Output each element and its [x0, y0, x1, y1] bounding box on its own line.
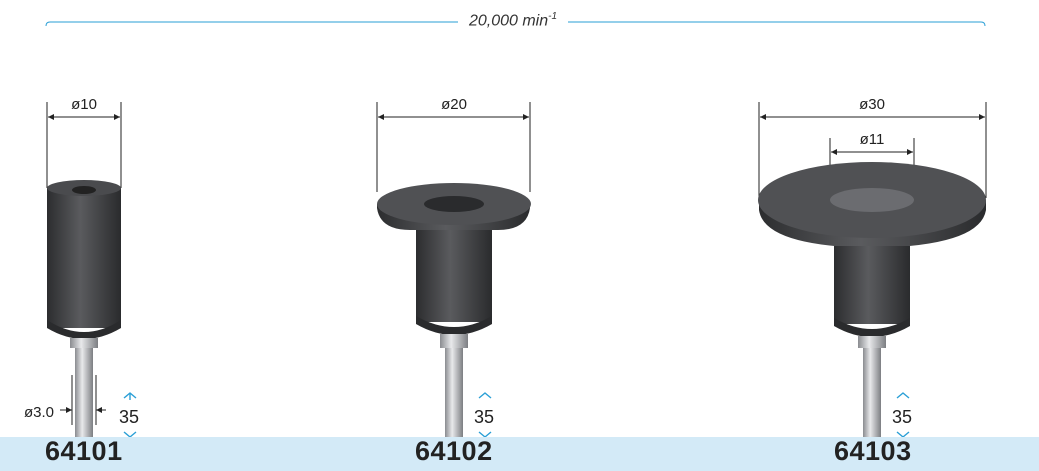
product-illustration-64102: ø20 35 [376, 96, 531, 438]
product-code-64101: 64101 [45, 436, 123, 466]
length-label: 35 [119, 407, 139, 427]
product-illustration-64103: ø30 ø11 35 [758, 96, 987, 438]
product-code-64102: 64102 [415, 436, 493, 466]
speed-unit: min [522, 12, 549, 30]
product-code-64103: 64103 [834, 436, 912, 466]
speed-value: 20,000 [468, 12, 518, 30]
inner-diameter-label: ø11 [860, 131, 885, 148]
speed-exponent: -1 [548, 11, 558, 22]
diameter-label: ø20 [441, 96, 467, 113]
length-label: 35 [892, 407, 912, 427]
speed-label: 20,000 min-1 [458, 11, 568, 31]
product-illustration-64101: ø10 ø3.0 35 [24, 96, 139, 438]
product-code-bar [0, 437, 1039, 471]
shank-diameter-label: ø3.0 [24, 404, 54, 421]
diameter-label: ø10 [71, 96, 97, 113]
length-label: 35 [474, 407, 494, 427]
diameter-label: ø30 [859, 96, 885, 113]
